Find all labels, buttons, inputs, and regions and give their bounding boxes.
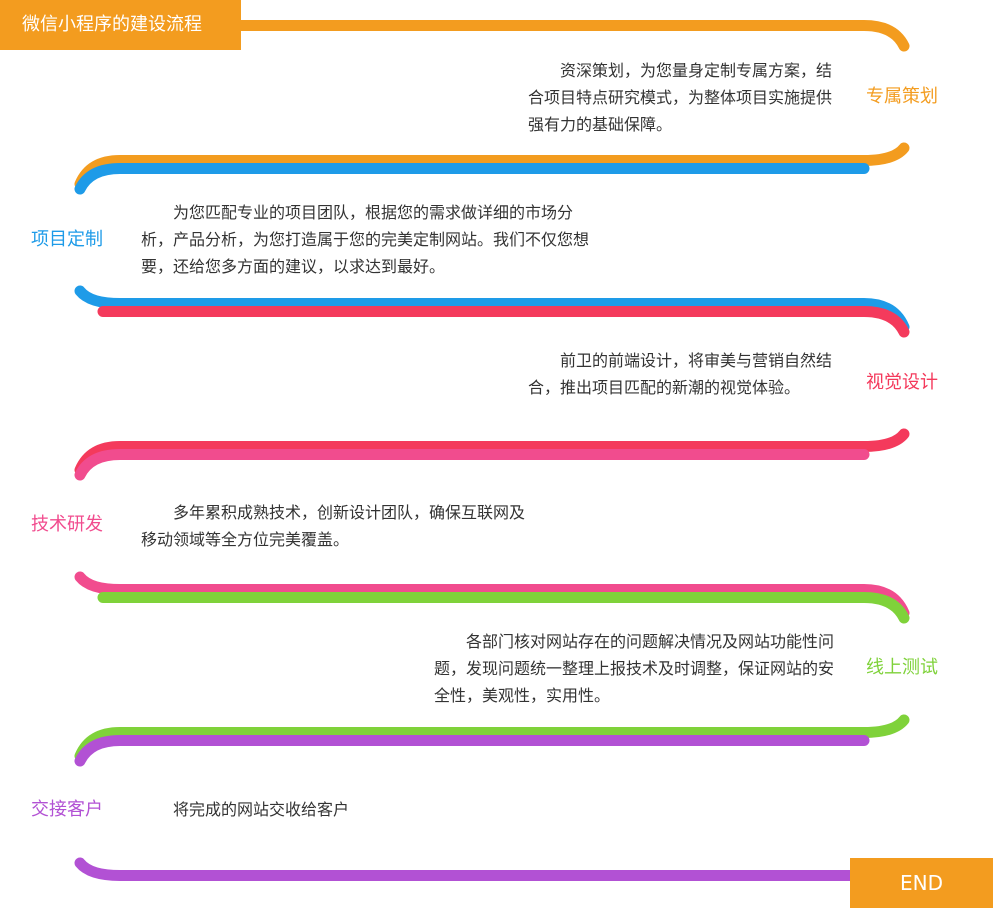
band-top-3 <box>97 306 910 338</box>
band-top-6 <box>74 735 870 767</box>
end-banner: END <box>850 858 993 908</box>
diagram-title: 微信小程序的建设流程 <box>22 14 202 35</box>
step-label-1: 专属策划 <box>866 86 938 107</box>
band-top-5 <box>97 592 910 624</box>
step-desc-2: 为您匹配专业的项目团队，根据您的需求做详细的市场分析，产品分析，为您打造属于您的… <box>141 203 590 276</box>
title-banner: 微信小程序的建设流程 <box>0 0 241 50</box>
step-desc-4: 多年累积成熟技术，创新设计团队，确保互联网及移动领域等全方位完美覆盖。 <box>141 503 526 549</box>
band-top-1 <box>234 20 910 52</box>
step-label-5: 线上测试 <box>866 657 938 678</box>
step-label-6: 交接客户 <box>31 799 103 820</box>
step-label-2: 项目定制 <box>31 229 103 250</box>
step-desc-6: 将完成的网站交收给客户 <box>173 800 350 819</box>
band-top-2 <box>74 163 870 195</box>
band-bottom-6 <box>74 857 856 881</box>
step-label-4: 技术研发 <box>31 514 103 535</box>
band-top-4 <box>74 449 870 481</box>
step-desc-3: 前卫的前端设计，将审美与营销自然结合，推出项目匹配的新潮的视觉体验。 <box>528 351 833 397</box>
step-desc-1: 资深策划，为您量身定制专属方案，结合项目特点研究模式，为整体项目实施提供强有力的… <box>528 61 833 134</box>
end-label: END <box>900 871 943 895</box>
step-desc-5: 各部门核对网站存在的问题解决情况及网站功能性问题，发现问题统一整理上报技术及时调… <box>434 632 835 705</box>
step-label-3: 视觉设计 <box>866 372 938 393</box>
